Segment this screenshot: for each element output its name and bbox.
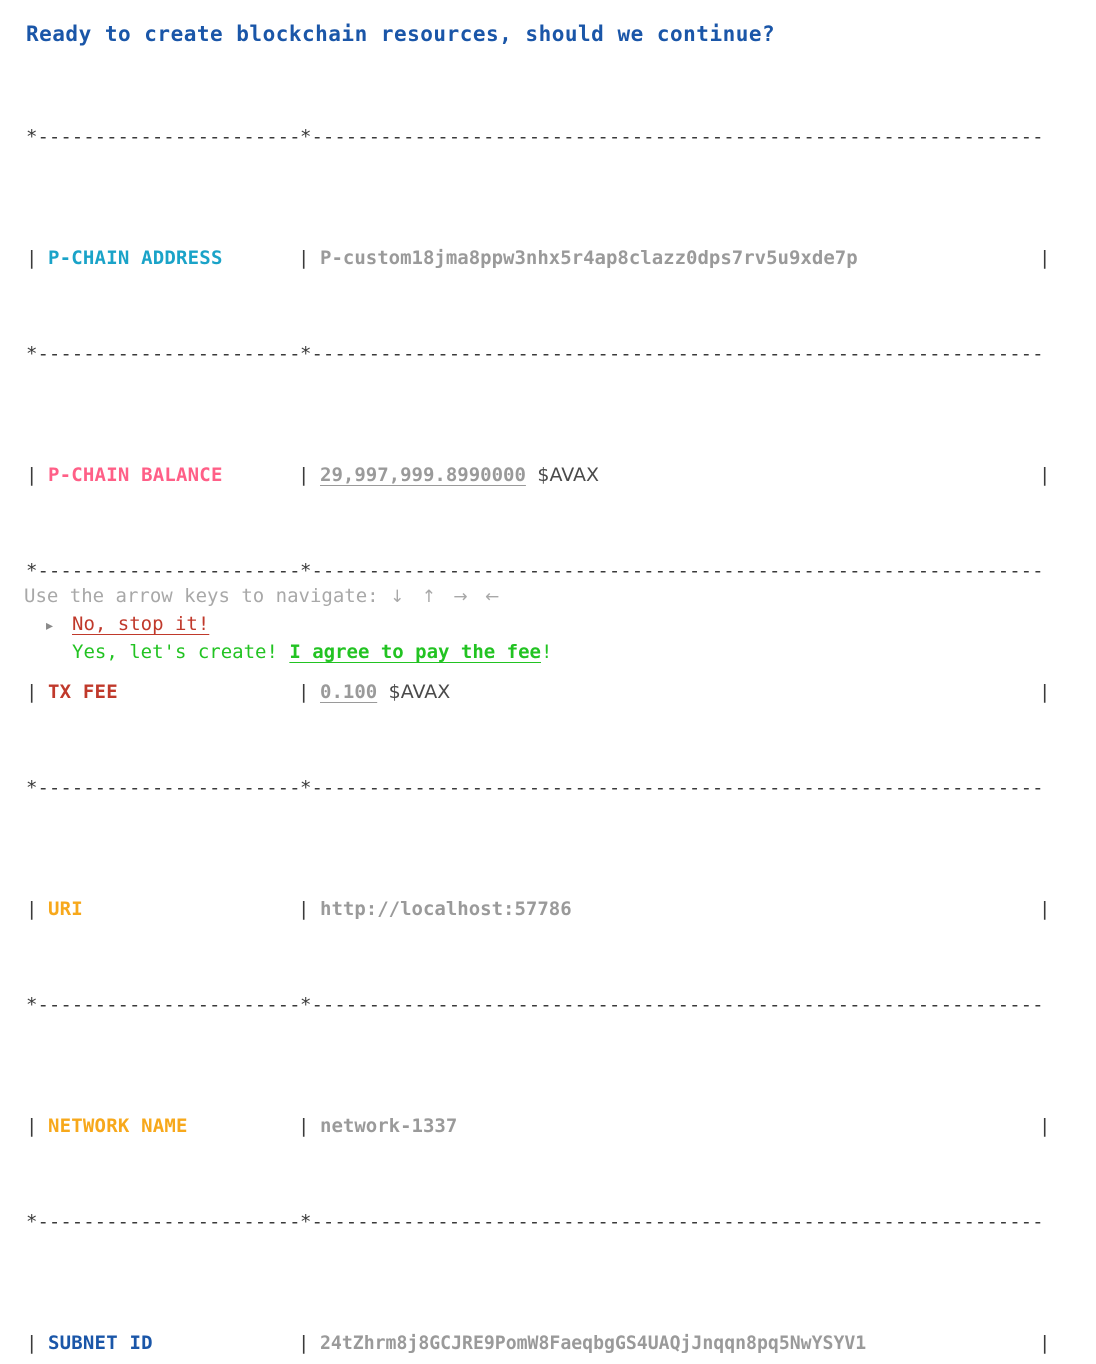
rule-segment-left: *------------------------- xyxy=(26,996,300,1015)
rule-segment-right: *---------------------------------------… xyxy=(300,345,1046,364)
rule-segment-right: *---------------------------------------… xyxy=(300,779,1046,798)
balance-amount: 29,997,999.8990000 xyxy=(320,464,526,486)
row-border-left: | xyxy=(26,681,38,703)
table-rule: *------------------------- *------------… xyxy=(26,779,1046,807)
table-row: | TX FEE | 0.100 $AVAX | xyxy=(26,666,1050,722)
row-border-middle: | xyxy=(298,1332,310,1354)
table-rule: *------------------------- *------------… xyxy=(26,1213,1046,1241)
row-border-left: | xyxy=(26,1115,38,1137)
row-label-p-chain-balance: P-CHAIN BALANCE xyxy=(48,464,223,486)
arrow-keys-icon: ↓ ↑ → ← xyxy=(390,587,506,607)
row-value-tx-fee: 0.100 $AVAX xyxy=(320,680,450,704)
row-label-uri: URI xyxy=(48,898,83,920)
table-rule: *------------------------- *------------… xyxy=(26,562,1046,590)
rule-segment-right: *---------------------------------------… xyxy=(300,562,1046,581)
option-yes-text-emphasis: I agree to pay the fee xyxy=(289,641,542,663)
row-border-left: | xyxy=(26,247,38,269)
table-rule: *------------------------- *------------… xyxy=(26,345,1046,373)
row-border-middle: | xyxy=(298,681,310,703)
balance-unit: $AVAX xyxy=(537,464,600,486)
option-yes-label: Yes, let's create! I agree to pay the fe… xyxy=(72,641,552,663)
rule-segment-left: *------------------------- xyxy=(26,1213,300,1232)
row-value-network-name: network-1337 xyxy=(320,1115,458,1137)
row-label-p-chain-address: P-CHAIN ADDRESS xyxy=(48,247,223,269)
rule-segment-right: *---------------------------------------… xyxy=(300,1213,1046,1232)
option-yes-create[interactable]: Yes, let's create! I agree to pay the fe… xyxy=(46,640,552,666)
row-value-p-chain-address: P-custom18jma8ppw3nhx5r4ap8clazz0dps7rv5… xyxy=(320,247,858,269)
rule-segment-right: *---------------------------------------… xyxy=(300,128,1046,147)
fee-amount: 0.100 xyxy=(320,681,378,703)
row-border-right: | xyxy=(1039,681,1051,703)
row-label-network-name: NETWORK NAME xyxy=(48,1115,188,1137)
row-label-tx-fee: TX FEE xyxy=(48,681,118,703)
table-row: | P-CHAIN BALANCE | 29,997,999.8990000 $… xyxy=(26,449,1050,505)
option-yes-text-tail: ! xyxy=(541,641,553,663)
selection-marker-icon: ▸ xyxy=(46,618,54,634)
row-border-middle: | xyxy=(298,247,310,269)
row-border-middle: | xyxy=(298,898,310,920)
rule-segment-left: *------------------------- xyxy=(26,128,300,147)
rule-segment-left: *------------------------- xyxy=(26,779,300,798)
table-rule: *------------------------- *------------… xyxy=(26,996,1046,1024)
table-row: | P-CHAIN ADDRESS | P-custom18jma8ppw3nh… xyxy=(26,232,1050,288)
rule-segment-left: *------------------------- xyxy=(26,562,300,581)
fee-unit: $AVAX xyxy=(388,681,451,703)
navigation-hint-text: Use the arrow keys to navigate: xyxy=(24,585,379,607)
terminal-screen: Ready to create blockchain resources, sh… xyxy=(24,22,1050,1354)
table-rule: *------------------------- *------------… xyxy=(26,128,1046,156)
selection-marker-placeholder-icon xyxy=(46,642,72,666)
row-label-subnet-id: SUBNET ID xyxy=(48,1332,153,1354)
row-border-right: | xyxy=(1039,898,1051,920)
summary-table: *------------------------- *------------… xyxy=(26,52,1050,1364)
row-border-right: | xyxy=(1039,464,1051,486)
table-row: | SUBNET ID | 24tZhrm8j8GCJRE9PomW8Faeqb… xyxy=(26,1317,1050,1364)
option-no-stop-it[interactable]: ▸ No, stop it! xyxy=(46,612,209,638)
row-border-left: | xyxy=(26,464,38,486)
row-value-subnet-id: 24tZhrm8j8GCJRE9PomW8FaeqbgGS4UAQjJnqqn8… xyxy=(320,1332,867,1354)
row-border-right: | xyxy=(1039,1332,1051,1354)
row-border-left: | xyxy=(26,1332,38,1354)
option-no-label: No, stop it! xyxy=(72,613,210,635)
rule-segment-left: *------------------------- xyxy=(26,345,300,364)
row-value-uri: http://localhost:57786 xyxy=(320,898,572,920)
option-yes-text-plain: Yes, let's create! xyxy=(72,641,290,663)
table-row: | URI | http://localhost:57786 | xyxy=(26,883,1050,939)
row-border-middle: | xyxy=(298,464,310,486)
row-border-middle: | xyxy=(298,1115,310,1137)
page-title: Ready to create blockchain resources, sh… xyxy=(26,22,776,46)
rule-segment-right: *---------------------------------------… xyxy=(300,996,1046,1015)
navigation-hint: Use the arrow keys to navigate: ↓ ↑ → ← xyxy=(24,584,505,609)
row-value-p-chain-balance: 29,997,999.8990000 $AVAX xyxy=(320,463,599,487)
row-border-right: | xyxy=(1039,247,1051,269)
table-row: | NETWORK NAME | network-1337 | xyxy=(26,1100,1050,1156)
row-border-left: | xyxy=(26,898,38,920)
row-border-right: | xyxy=(1039,1115,1051,1137)
